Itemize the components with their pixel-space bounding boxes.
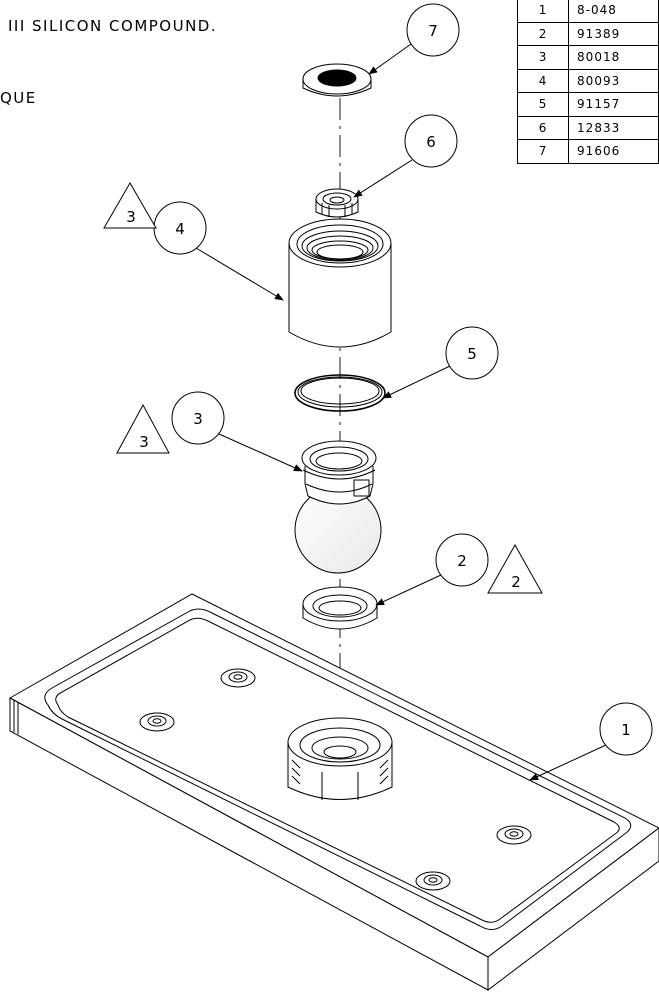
bom-item: 4 (516, 68, 570, 93)
balloon-7 (368, 3, 460, 75)
bom-part-number: 91606 (568, 139, 659, 164)
part-4-threaded-cap (288, 218, 392, 348)
flag-3-lower-label: 3 (139, 433, 149, 451)
countersunk-screw (139, 712, 175, 732)
balloon-6-label: 6 (426, 133, 436, 151)
bom-part-number: 80093 (568, 68, 659, 93)
countersunk-screw (220, 668, 256, 688)
part-3-ball-joint (294, 440, 382, 574)
flag-2-label: 2 (511, 573, 521, 591)
flag-triangle-3-lower (116, 403, 170, 454)
balloon-3 (171, 391, 303, 472)
part-6-bearing (315, 188, 359, 218)
note-silicon-compound: III SILICON COMPOUND. (8, 17, 218, 35)
countersunk-screw (415, 871, 451, 891)
bom-part-number: 91389 (568, 21, 659, 46)
balloon-5-label: 5 (467, 345, 477, 363)
bom-item: 3 (516, 45, 570, 70)
balloon-1 (529, 702, 653, 781)
balloon-2 (375, 533, 489, 606)
balloon-4 (153, 201, 284, 301)
bom-item: 5 (516, 92, 570, 117)
part-2-ring (302, 586, 378, 630)
bom-item: 1 (516, 0, 570, 23)
balloon-1-label: 1 (621, 721, 631, 739)
balloon-4-label: 4 (175, 220, 185, 238)
flag-triangle-2 (487, 543, 543, 594)
bom-item: 7 (516, 139, 570, 164)
balloon-2-label: 2 (457, 552, 467, 570)
balloon-7-label: 7 (428, 22, 438, 40)
balloon-6 (353, 114, 458, 198)
bom-part-number: 12833 (568, 115, 659, 140)
bom-part-number: 91157 (568, 92, 659, 117)
part-7-washer (302, 63, 372, 97)
bom-part-number: 8-048 (568, 0, 659, 23)
threaded-boss (287, 717, 393, 800)
balloon-5 (382, 326, 499, 399)
countersunk-screw (496, 825, 532, 845)
balloon-3-label: 3 (193, 410, 203, 428)
bom-part-number: 80018 (568, 45, 659, 70)
flag-3-upper-label: 3 (126, 208, 136, 226)
flag-triangle-3-upper (103, 182, 157, 229)
note-torque: QUE (0, 89, 37, 107)
